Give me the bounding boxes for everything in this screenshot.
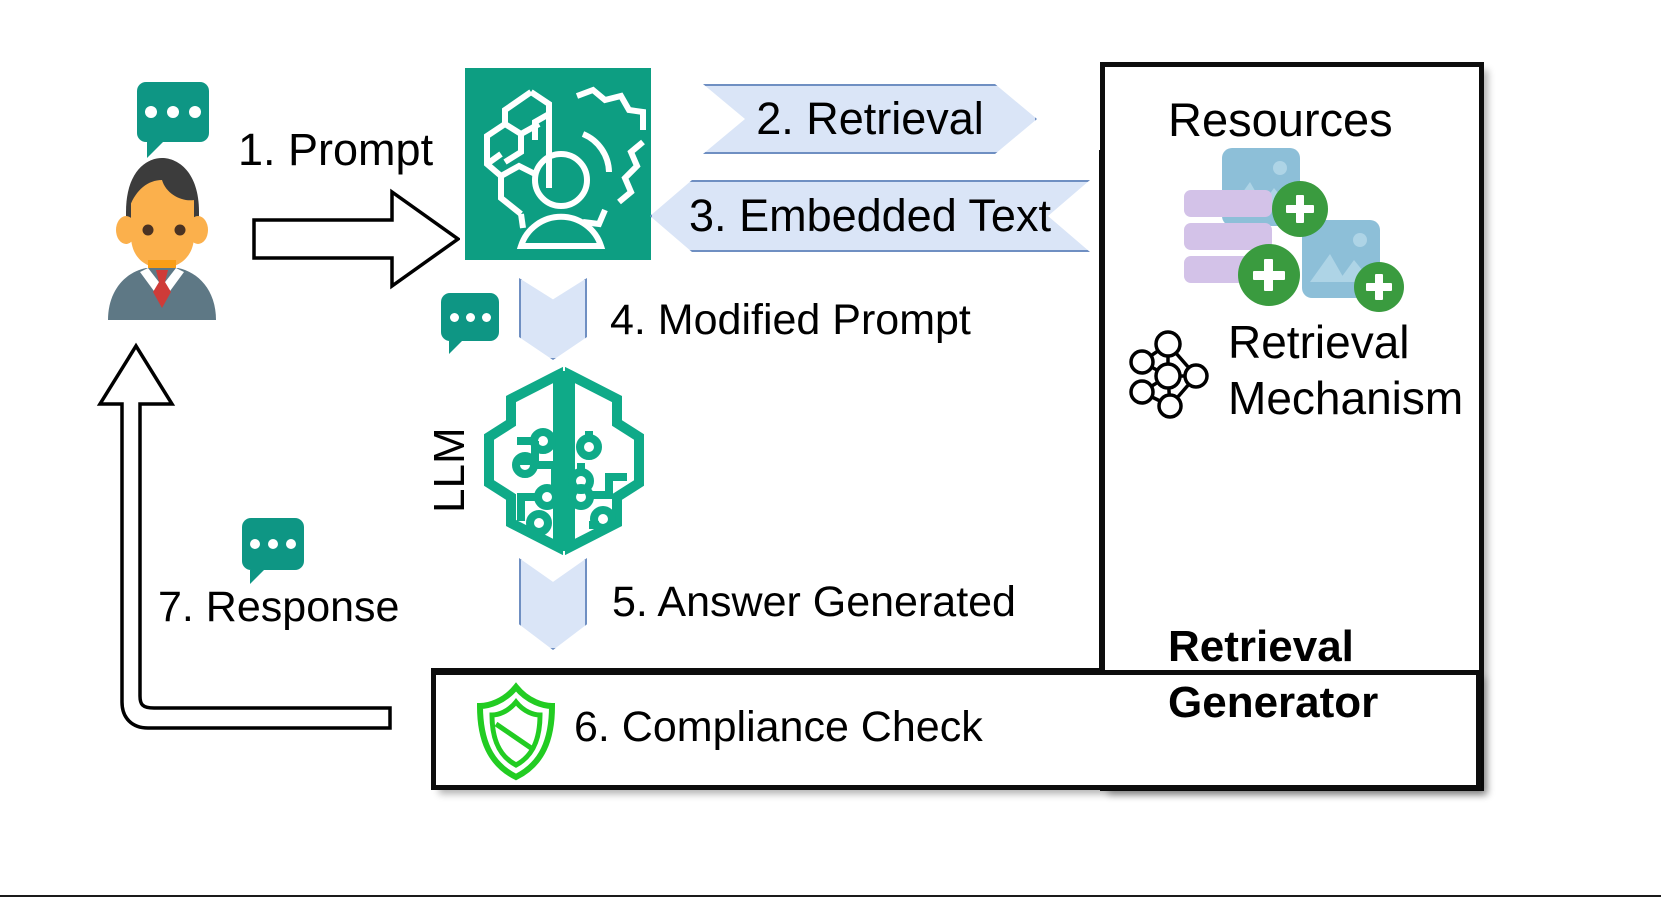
shield-icon — [476, 682, 556, 781]
step-5-label: 5. Answer Generated — [612, 578, 1016, 626]
user-avatar — [108, 158, 216, 320]
modified-prompt-chat-bubble-icon — [441, 293, 499, 354]
step-4-label: 4. Modified Prompt — [610, 296, 971, 344]
retrieval-mechanism-label-line1: Retrieval — [1228, 316, 1410, 368]
llm-label: LLM — [425, 427, 474, 513]
response-chat-bubble-icon — [242, 518, 304, 584]
prompt-arrow-right — [252, 188, 460, 290]
plus-badge-icon — [1354, 262, 1404, 312]
response-return-arrow — [96, 342, 392, 730]
neural-network-graph-icon — [1129, 330, 1209, 419]
step-3-label: 3. Embedded Text — [689, 190, 1051, 241]
step-1-label: 1. Prompt — [238, 124, 434, 175]
user-chat-bubble-icon — [137, 82, 209, 158]
compliance-check-panel — [431, 670, 1481, 790]
ai-assistant-icon — [465, 68, 651, 260]
panel-title-line1: Retrieval — [1168, 622, 1354, 671]
llm-circuit-brain-icon — [484, 366, 644, 555]
step-6-label: 6. Compliance Check — [574, 703, 983, 751]
panel-title-line2: Generator — [1168, 678, 1379, 727]
retrieval-mechanism-label-line2: Mechanism — [1228, 372, 1464, 424]
resources-label: Resources — [1168, 93, 1393, 146]
step-3-chevron: 3. Embedded Text — [650, 180, 1090, 252]
step-2-chevron: 2. Retrieval — [703, 84, 1037, 154]
plus-badge-icon — [1272, 181, 1328, 237]
step-2-label: 2. Retrieval — [756, 93, 984, 144]
image-database-plus-icon — [1180, 148, 1480, 312]
step-7-label: 7. Response — [158, 583, 400, 631]
page-bottom-rule — [0, 895, 1661, 897]
plus-badge-icon — [1238, 244, 1300, 306]
